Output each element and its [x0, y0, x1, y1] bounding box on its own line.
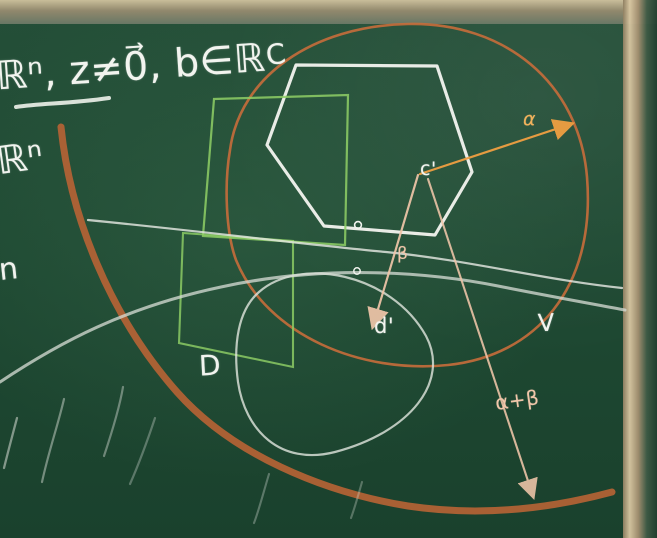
bottom-scribble-2: [349, 480, 364, 520]
orange-alpha-arrow: [418, 119, 576, 176]
white-separating-line: [86, 218, 624, 290]
green-rectangle-top: [201, 93, 350, 247]
label-d-prime: d': [374, 314, 395, 338]
label-beta: β: [397, 244, 409, 264]
left-scribble-3: [102, 385, 125, 458]
peach-sum-arrow: [426, 177, 538, 500]
bottom-scribble-1: [252, 472, 271, 525]
white-lobe-d: [235, 272, 435, 457]
label-v: V: [537, 308, 556, 338]
small-circle-mark-1: [353, 220, 363, 230]
label-d: D: [198, 348, 222, 383]
left-scribble-1: [2, 416, 19, 470]
left-scribble-4: [128, 416, 157, 486]
blackboard-right-frame: [623, 0, 657, 538]
label-alpha: α: [523, 108, 537, 130]
decorative-top-stroke: [14, 96, 111, 109]
white-pentagon-c: [265, 63, 474, 237]
blackboard-top-strip: [0, 0, 657, 24]
handwritten-n-symbol: n: [0, 251, 21, 288]
label-c-prime: c': [420, 158, 437, 180]
white-sweeping-curve: [0, 271, 627, 384]
handwritten-rn-symbol: ℝⁿ: [0, 132, 47, 184]
label-c: C: [263, 36, 289, 73]
left-orange-curve: [57, 123, 616, 515]
small-circle-mark-2: [353, 267, 361, 275]
green-rectangle-bottom: [177, 231, 295, 369]
label-alpha-plus-beta: α+β: [493, 385, 541, 415]
peach-beta-arrow: [367, 173, 420, 331]
large-orange-ellipse: [225, 22, 590, 368]
handwritten-set-definition: ℝⁿ, z≠0⃗, b∈ℝ: [0, 35, 267, 100]
left-scribble-2: [40, 397, 66, 484]
